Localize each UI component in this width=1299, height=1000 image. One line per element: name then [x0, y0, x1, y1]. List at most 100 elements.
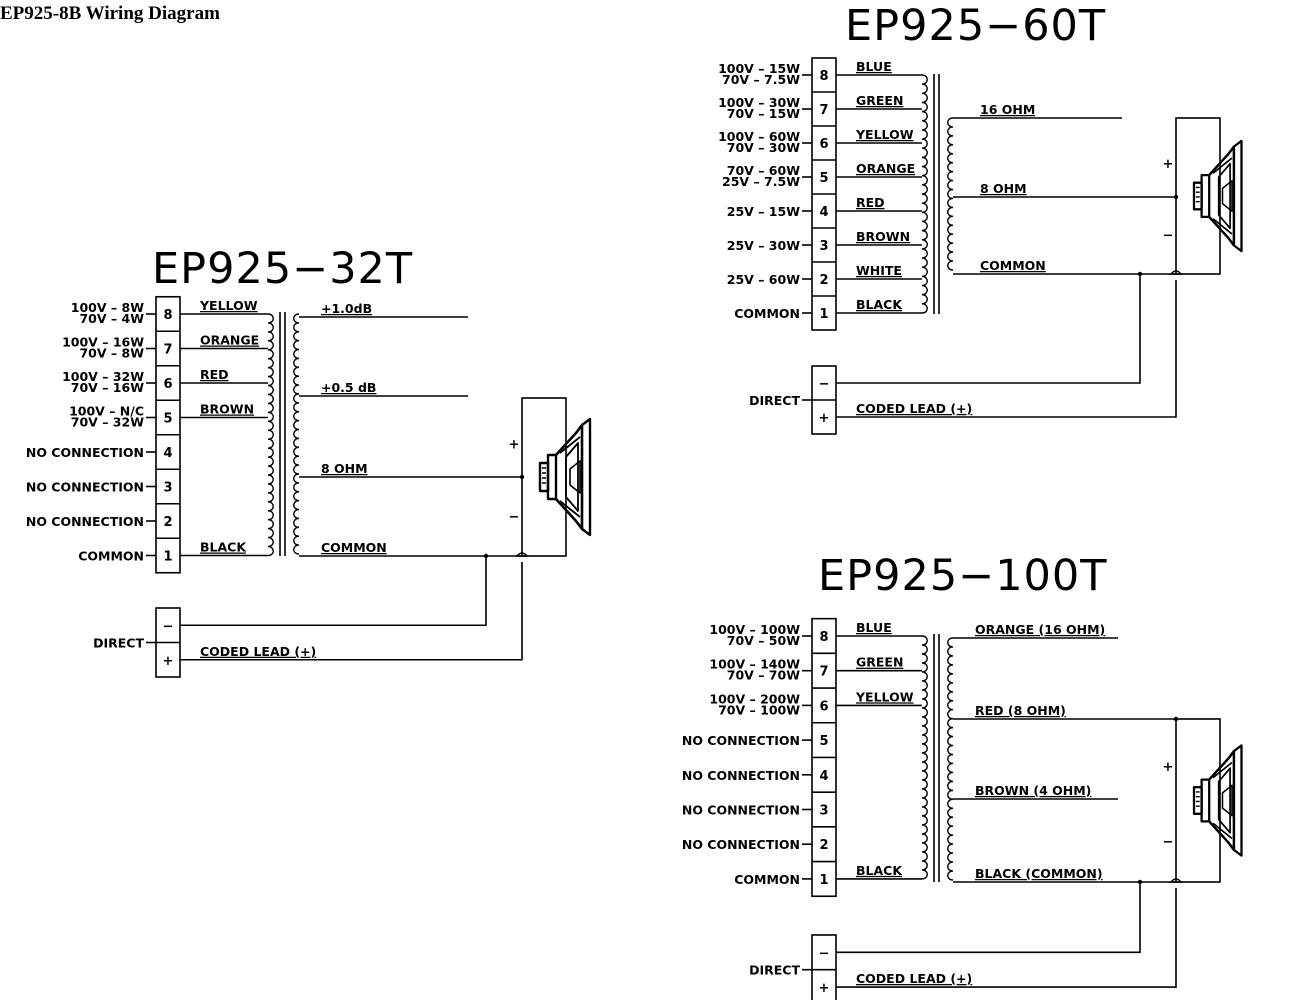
tap-rating-label: 70V – 32W	[71, 415, 144, 430]
direct-minus-terminal: −	[819, 946, 830, 961]
secondary-tap-label: 8 OHM	[321, 461, 368, 476]
wire-color-label: BLACK	[200, 540, 247, 555]
terminal-pin-4: 4	[819, 769, 828, 784]
tap-rating-label: 100V – 32W	[62, 369, 144, 384]
terminal-pin-7: 7	[163, 343, 172, 358]
secondary-tap-label: ORANGE (16 OHM)	[975, 622, 1105, 637]
terminal-pin-3: 3	[819, 804, 828, 819]
secondary-tap-label: +0.5 dB	[321, 380, 376, 395]
speaker-icon	[1192, 744, 1243, 857]
terminal-pin-3: 3	[819, 239, 828, 254]
primary-coil	[267, 313, 274, 557]
terminal-pin-8: 8	[819, 630, 828, 645]
tap-rating-label: 70V – 16W	[71, 380, 144, 395]
junction-dot	[519, 474, 525, 480]
wire-color-label: BLACK	[856, 297, 903, 312]
speaker-part	[1208, 145, 1236, 247]
speaker-part	[1195, 791, 1200, 807]
secondary-coil	[293, 313, 300, 555]
speaker-enclosure	[1175, 117, 1221, 275]
speaker-part	[542, 467, 546, 484]
tap-rating-label: 70V – 100W	[718, 702, 800, 717]
tap-rating-label: NO CONNECTION	[26, 480, 144, 495]
secondary-coil	[947, 117, 954, 271]
speaker-part	[1233, 139, 1243, 253]
coded-lead-label: CODED LEAD (+)	[856, 971, 972, 986]
speaker-part	[1195, 186, 1200, 203]
tap-rating-label: 100V – 30W	[718, 95, 800, 110]
direct-label: DIRECT	[93, 636, 144, 651]
secondary-tap-label: 16 OHM	[980, 102, 1035, 117]
tap-rating-label: 70V – 7.5W	[722, 72, 800, 87]
wire-color-label: YELLOW	[855, 127, 914, 142]
wire-color-label: BLUE	[856, 59, 892, 74]
transformer-icon	[267, 312, 300, 557]
wire-color-label: ORANGE	[856, 161, 915, 176]
terminal-pin-2: 2	[163, 515, 172, 530]
speaker-minus-sign: −	[509, 510, 520, 525]
tap-rating-label: 70V – 4W	[79, 311, 144, 326]
speaker-plus-sign: +	[1163, 157, 1174, 172]
tap-rating-label: 100V – N/C	[69, 404, 144, 419]
common-wire	[1169, 878, 1183, 883]
terminal-pin-1: 1	[819, 873, 828, 888]
coded-lead-label: CODED LEAD (+)	[200, 644, 316, 659]
tap-rating-label: NO CONNECTION	[682, 768, 800, 783]
speaker-part	[1212, 761, 1233, 840]
transformer-icon	[921, 74, 954, 314]
speaker-enclosure	[1175, 718, 1221, 883]
common-wire	[515, 552, 529, 557]
coded-lead-wire	[180, 562, 523, 661]
wire-color-label: GREEN	[856, 93, 903, 108]
transformer-icon	[921, 634, 954, 882]
secondary-tap-label: BLACK (COMMON)	[975, 866, 1103, 881]
terminal-pin-8: 8	[819, 69, 828, 84]
speaker-enclosure	[521, 397, 567, 557]
tap-rating-label: 100V – 60W	[718, 129, 800, 144]
terminal-pin-1: 1	[163, 550, 172, 565]
terminal-pin-1: 1	[819, 307, 828, 322]
tap-rating-label: 100V – 8W	[71, 300, 144, 315]
direct-terminal-block: −+	[811, 934, 837, 1000]
primary-coil	[921, 74, 928, 314]
diagram-title: EP925−60T	[845, 1, 1106, 51]
document-title: EP925-8B Wiring Diagram	[0, 3, 220, 24]
wire-color-label: RED	[200, 367, 229, 382]
tap-rating-label: 70V – 15W	[727, 106, 800, 121]
tap-rating-label: 70V – 70W	[727, 668, 800, 683]
terminal-pin-7: 7	[819, 103, 828, 118]
direct-plus-terminal: +	[163, 654, 174, 669]
tap-rating-label: NO CONNECTION	[26, 514, 144, 529]
tap-rating-label: COMMON	[78, 549, 144, 564]
tap-rating-label: 70V – 60W	[727, 163, 800, 178]
direct-terminal-block: −+	[155, 607, 181, 678]
tap-rating-label: 100V – 200W	[709, 691, 800, 706]
speaker-part	[1212, 157, 1233, 235]
secondary-tap-label: 8 OHM	[980, 181, 1027, 196]
direct-minus-wire	[836, 274, 1141, 384]
tap-rating-label: 100V – 15W	[718, 61, 800, 76]
speaker-part	[559, 436, 581, 518]
wire-color-label: BROWN	[856, 229, 910, 244]
tap-rating-label: NO CONNECTION	[682, 803, 800, 818]
wire-color-label: YELLOW	[855, 689, 914, 704]
speaker-part	[581, 417, 592, 537]
terminal-pin-6: 6	[819, 137, 828, 152]
tap-rating-label: NO CONNECTION	[682, 837, 800, 852]
terminal-pin-4: 4	[819, 205, 828, 220]
wire-color-label: BLACK	[856, 863, 903, 878]
direct-plus-terminal: +	[819, 981, 830, 996]
tap-rating-label: COMMON	[734, 306, 800, 321]
speaker-part	[1221, 784, 1233, 817]
speaker-part	[1233, 744, 1243, 857]
terminal-pin-2: 2	[819, 838, 828, 853]
tap-rating-label: NO CONNECTION	[682, 733, 800, 748]
wire-color-label: BLUE	[856, 620, 892, 635]
wire-color-label: RED	[856, 195, 885, 210]
secondary-tap-label: BROWN (4 OHM)	[975, 783, 1091, 798]
coded-lead-wire	[836, 888, 1177, 988]
